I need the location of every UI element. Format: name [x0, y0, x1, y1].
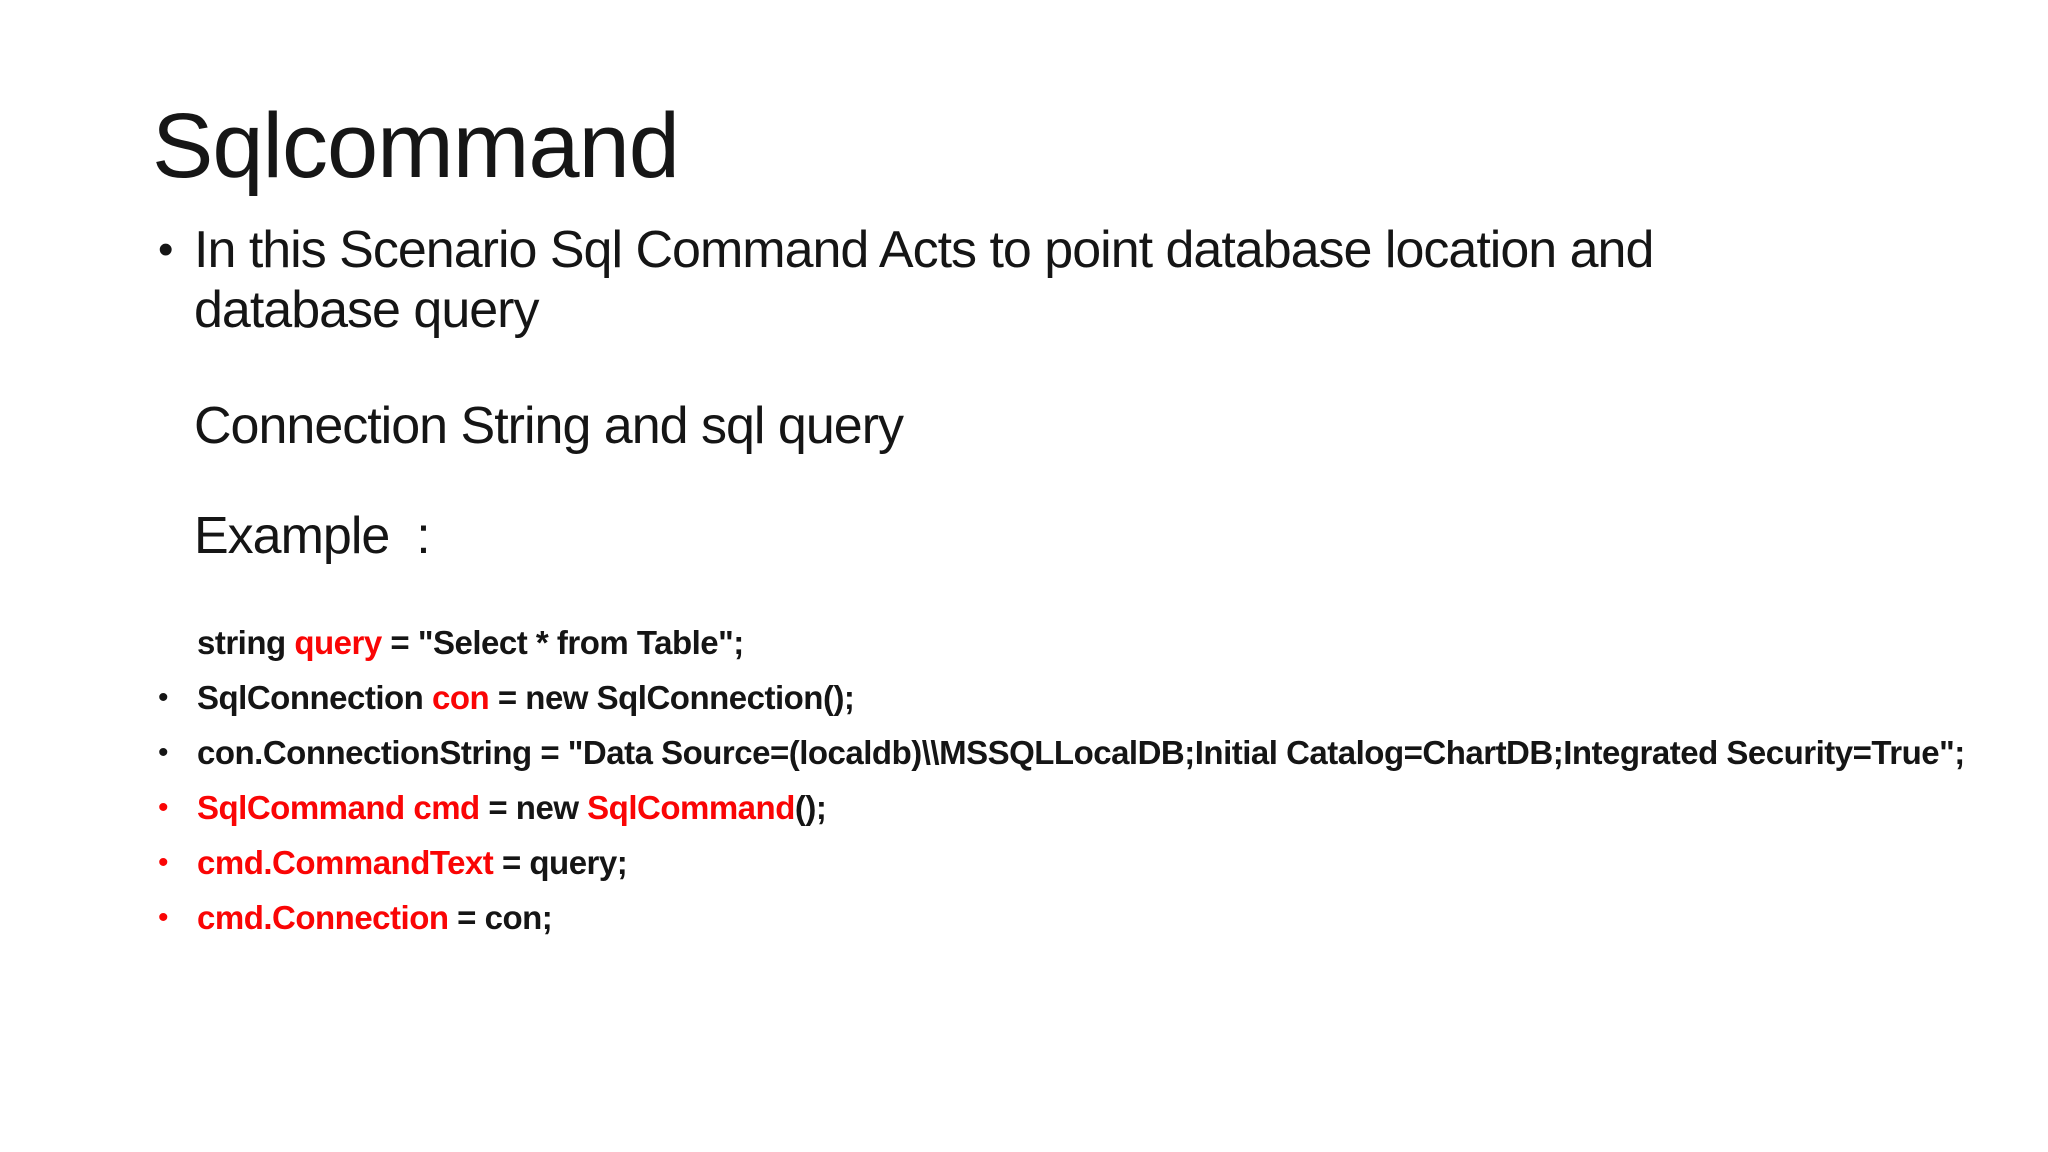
code-segment: = "Select * from Table"; — [381, 623, 744, 661]
code-segment: = new SqlConnection(); — [489, 678, 855, 716]
code-segment: SqlCommand — [587, 788, 795, 826]
code-line: string query = "Select * from Table"; — [158, 615, 1965, 670]
slide-title: Sqlcommand — [152, 95, 680, 197]
subline-example: Example : — [194, 507, 431, 565]
code-segment: con — [432, 678, 490, 716]
code-text: string query = "Select * from Table"; — [197, 624, 744, 662]
code-text: con.ConnectionString = "Data Source=(loc… — [197, 734, 1965, 772]
code-line: • cmd.Connection = con; — [158, 890, 1965, 945]
bullet-dot-icon: • — [158, 900, 169, 934]
code-line: • SqlConnection con = new SqlConnection()… — [158, 670, 1965, 725]
code-text: SqlConnection con = new SqlConnection(); — [197, 678, 855, 717]
code-line: • SqlCommand cmd = new SqlCommand(); — [158, 780, 1965, 835]
code-line: • cmd.CommandText = query; — [158, 835, 1965, 890]
code-line: • con.ConnectionString = "Data Source=(lo… — [158, 725, 1965, 780]
code-text: SqlCommand cmd = new SqlCommand(); — [197, 788, 827, 827]
code-list: string query = "Select * from Table"; • Sq… — [158, 615, 1965, 945]
intro-paragraph-text: In this Scenario Sql Command Acts to poi… — [194, 221, 1654, 339]
code-segment: string — [197, 623, 295, 661]
code-segment: (); — [794, 788, 827, 826]
code-segment: SqlCommand cmd — [197, 788, 480, 826]
code-segment: = new — [479, 788, 588, 826]
bullet-dot-icon: • — [158, 845, 169, 879]
code-segment: SqlConnection — [197, 678, 432, 716]
code-segment: = con; — [448, 898, 553, 936]
code-segment: con.ConnectionString = "Data Source=(loc… — [197, 733, 1965, 771]
code-segment: query — [294, 623, 382, 661]
code-text: cmd.Connection = con; — [197, 898, 553, 937]
intro-bullet-paragraph: • In this Scenario Sql Command Acts to p… — [158, 220, 1654, 340]
bullet-dot-icon: • — [158, 790, 169, 824]
bullet-dot-icon: • — [158, 735, 169, 769]
code-segment: cmd.Connection — [197, 898, 449, 936]
subline-connection-string: Connection String and sql query — [194, 397, 904, 455]
code-segment: cmd.CommandText — [197, 843, 494, 881]
bullet-dot-icon: • — [158, 680, 169, 714]
bullet-dot-icon: • — [158, 225, 173, 274]
code-text: cmd.CommandText = query; — [197, 843, 628, 882]
code-segment: = query; — [493, 843, 628, 881]
